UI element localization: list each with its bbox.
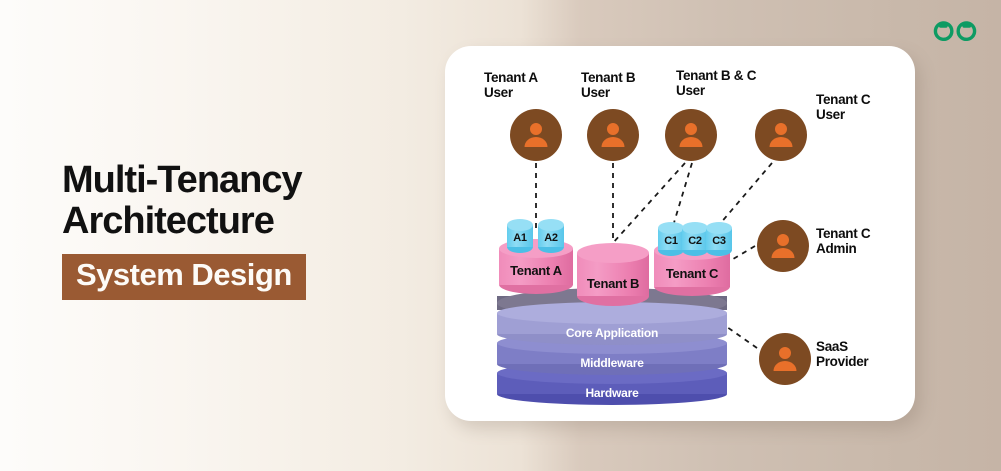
person-icon	[769, 123, 793, 147]
avatar-tenant-c-user[interactable]	[755, 109, 807, 161]
tenant-label-tenant-b: Tenant B	[586, 276, 640, 291]
tenant-label-tenant-a: Tenant A	[510, 263, 562, 278]
tenant-cylinder-tenant-b[interactable]: Tenant B	[577, 243, 649, 306]
user-label-tenant-a-user: Tenant A User	[484, 70, 538, 101]
avatar-tenant-bc-user[interactable]	[665, 109, 717, 161]
subunit-c1[interactable]: C1	[658, 222, 684, 256]
gfg-icon	[933, 21, 977, 41]
user-label-saas-provider: SaaS Provider	[816, 339, 869, 370]
user-label-tenant-b-user: Tenant B User	[581, 70, 636, 101]
stack-layer-core-application: Core Application	[497, 302, 727, 345]
subtitle-badge: System Design	[62, 254, 306, 300]
person-icon	[773, 347, 797, 371]
user-label-tenant-bc-user: Tenant B & C User	[676, 68, 757, 99]
person-icon	[524, 123, 548, 147]
subunit-a2[interactable]: A2	[538, 219, 564, 253]
subunit-label-c2: C2	[688, 235, 702, 247]
stack-label-middleware: Middleware	[580, 356, 644, 370]
subunit-label-c3: C3	[712, 235, 726, 247]
person-icon	[679, 123, 703, 147]
title-block: Multi-Tenancy Architecture System Design	[62, 159, 402, 300]
avatar-tenant-a-user[interactable]	[510, 109, 562, 161]
subunit-label-c1: C1	[664, 235, 678, 247]
avatar-tenant-c-admin[interactable]	[757, 220, 809, 272]
avatar-saas-provider[interactable]	[759, 333, 811, 385]
page-title-line-2: Architecture	[62, 200, 275, 243]
subunit-c3[interactable]: C3	[706, 222, 732, 256]
user-label-tenant-c-user: Tenant C User	[816, 92, 871, 123]
stack-label-core-application: Core Application	[565, 326, 659, 340]
subunit-label-a1: A1	[513, 232, 527, 244]
tenant-label-tenant-c: Tenant C	[665, 266, 719, 281]
subunit-c2[interactable]: C2	[682, 222, 708, 256]
person-icon	[771, 234, 795, 258]
page-title-line-1: Multi-Tenancy	[62, 159, 303, 201]
stack-label-hardware: Hardware	[585, 386, 639, 400]
subunit-label-a2: A2	[544, 232, 558, 244]
user-label-tenant-c-admin: Tenant C Admin	[816, 226, 871, 257]
geeksforgeeks-logo[interactable]	[931, 14, 979, 48]
subunit-a1[interactable]: A1	[507, 219, 533, 253]
avatar-tenant-b-user[interactable]	[587, 109, 639, 161]
person-icon	[601, 123, 625, 147]
